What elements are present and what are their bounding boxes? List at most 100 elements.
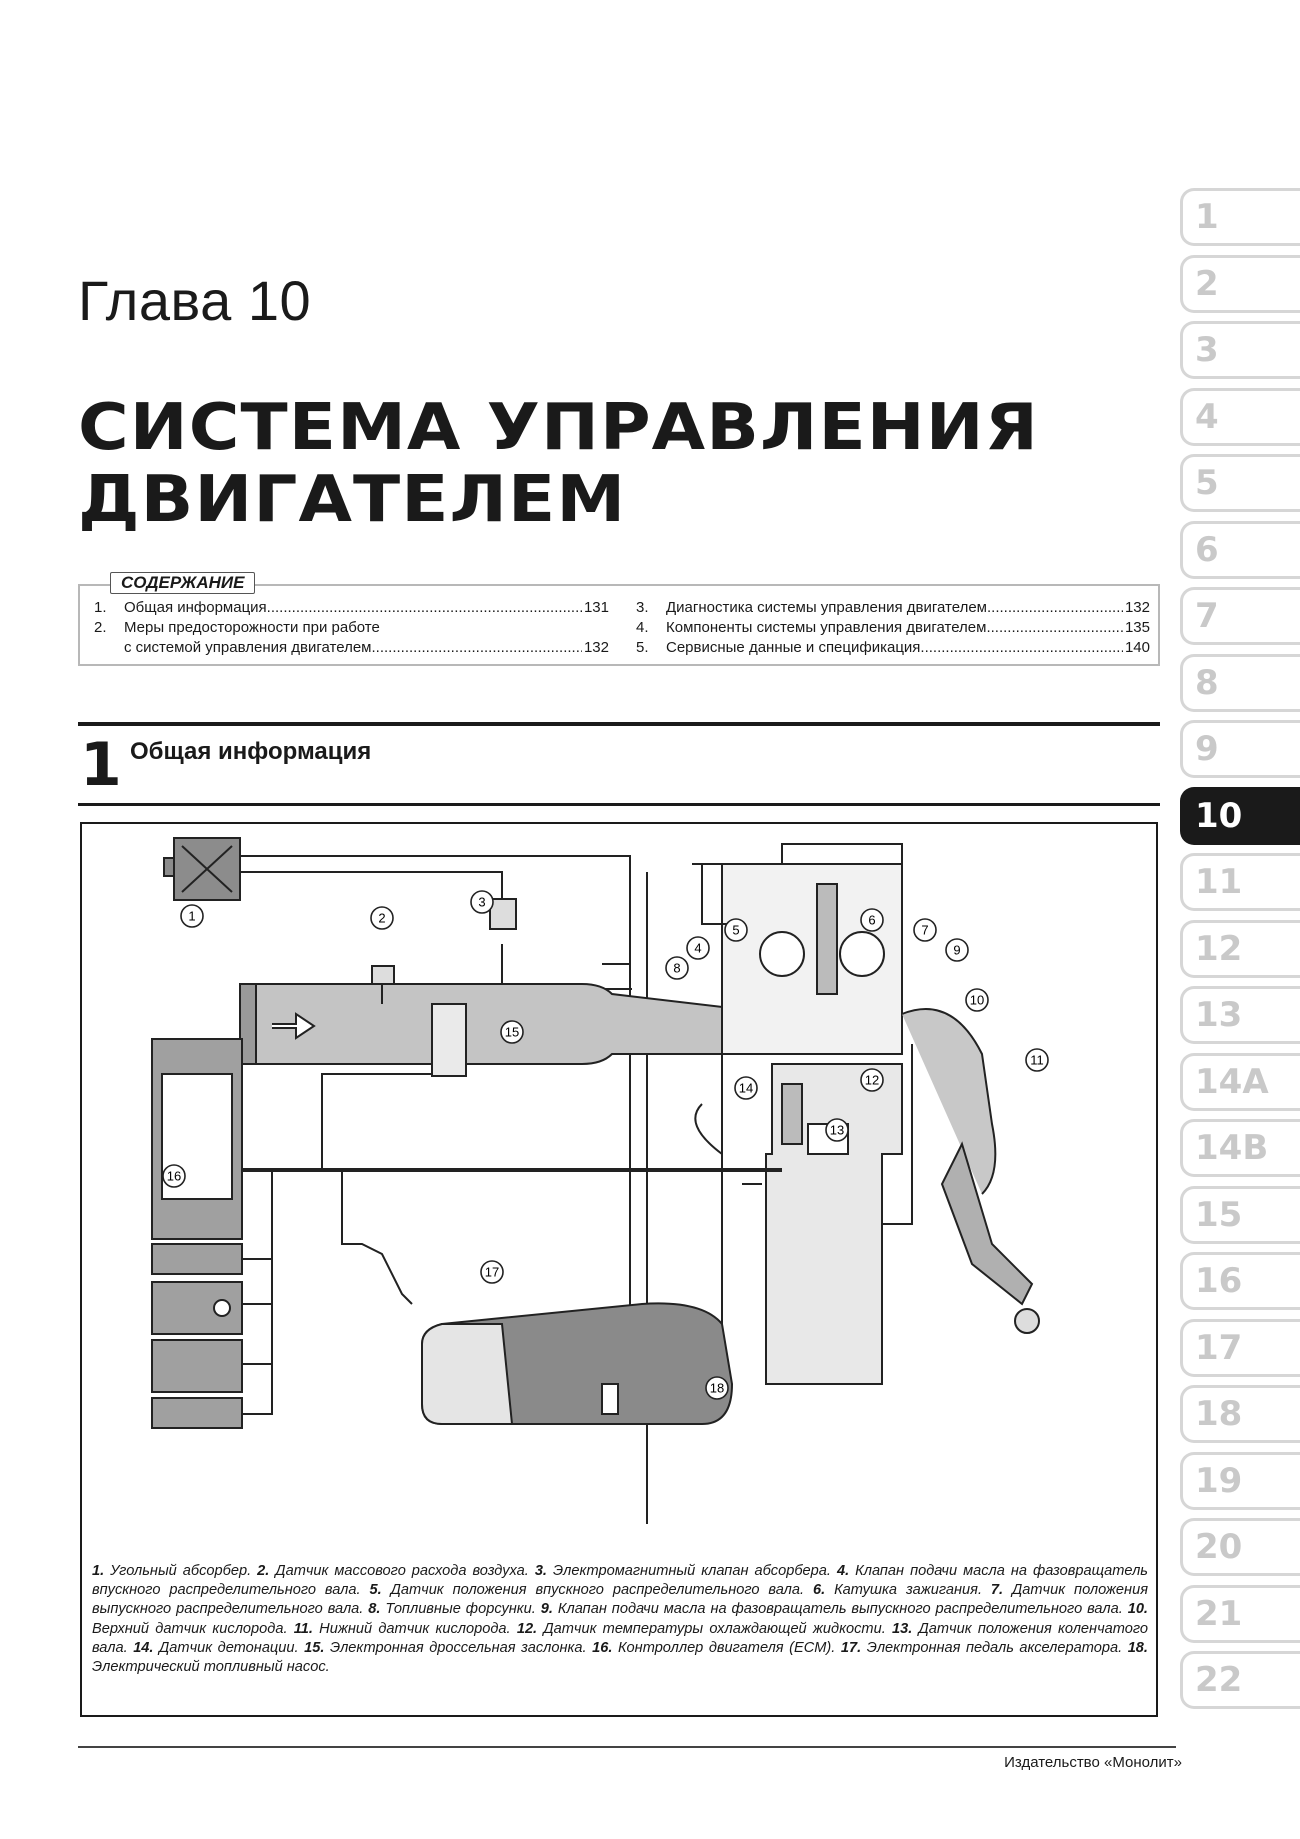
- contents-item-number: 5.: [636, 639, 649, 656]
- contents-item[interactable]: 5. Сервисные данные и спецификация140: [636, 638, 1150, 658]
- caption-number: 14.: [133, 1639, 154, 1656]
- callout-label: 15: [505, 1025, 519, 1040]
- chapter-tab-6[interactable]: 6: [1180, 520, 1300, 579]
- chapter-tab-3[interactable]: 3: [1180, 321, 1300, 379]
- chapter-tab-18[interactable]: 18: [1180, 1385, 1300, 1443]
- chapter-tab-10[interactable]: 10: [1180, 786, 1300, 845]
- callout-label: 2: [378, 911, 385, 926]
- chapter-tab-19[interactable]: 19: [1180, 1451, 1300, 1510]
- contents-leader-dots: [920, 638, 1123, 658]
- charcoal-canister: [163, 837, 241, 901]
- contents-item-page: 132: [583, 639, 609, 656]
- callout-label: 4: [694, 941, 701, 956]
- callout-9: 9: [945, 938, 969, 962]
- caption-number: 17.: [840, 1639, 862, 1656]
- callout-6: 6: [860, 908, 884, 932]
- caption-text: Катушка зажигания.: [825, 1582, 991, 1599]
- caption-number: 10.: [1127, 1601, 1148, 1618]
- callout-8: 8: [665, 956, 689, 980]
- callout-label: 10: [970, 993, 984, 1008]
- contents-item-page: 131: [583, 599, 609, 616]
- chapter-tab-11[interactable]: 11: [1180, 853, 1300, 911]
- callout-17: 17: [480, 1260, 504, 1284]
- contents-item[interactable]: 3. Диагностика системы управления двигат…: [636, 598, 1150, 618]
- caption-text: Датчик положения коленчатого вала.: [92, 1620, 1149, 1656]
- contents-column-left: 1. Общая информация131 2. Меры предостор…: [94, 598, 609, 658]
- caption-text: Контроллер двигателя (ECM).: [612, 1639, 841, 1656]
- contents-leader-dots: [986, 618, 1123, 638]
- contents-column-right: 3. Диагностика системы управления двигат…: [636, 598, 1150, 658]
- chapter-label: Глава 10: [78, 269, 312, 332]
- chapter-tab-5[interactable]: 5: [1180, 454, 1300, 512]
- callout-18: 18: [705, 1376, 729, 1400]
- caption-text: Нижний датчик кислорода.: [312, 1620, 517, 1637]
- section-rule-top: [78, 722, 1160, 726]
- contents-item-title-cont: с системой управления двигателем: [124, 639, 372, 656]
- caption-number: 9.: [540, 1601, 553, 1618]
- callout-10: 10: [965, 988, 989, 1012]
- figure-caption: 1. Угольный абсорбер. 2. Датчик массовог…: [92, 1562, 1148, 1677]
- contents-item-title: Сервисные данные и спецификация: [666, 639, 921, 656]
- chapter-tab-8[interactable]: 8: [1180, 653, 1300, 712]
- chapter-title: СИСТЕМА УПРАВЛЕНИЯ ДВИГАТЕЛЕМ: [78, 392, 1138, 536]
- caption-text: Датчик детонации.: [153, 1639, 305, 1656]
- contents-item[interactable]: 1. Общая информация131: [94, 598, 609, 618]
- chapter-tab-4[interactable]: 4: [1180, 387, 1300, 446]
- callout-15: 15: [500, 1020, 524, 1044]
- caption-text: Электронная педаль акселератора.: [861, 1639, 1128, 1656]
- caption-text: Электрический топливный насос.: [92, 1659, 330, 1676]
- chapter-tab-9[interactable]: 9: [1180, 720, 1300, 778]
- chapter-tab-16[interactable]: 16: [1180, 1252, 1300, 1310]
- caption-text: Клапан подачи масла на фазовращатель впу…: [92, 1563, 1148, 1599]
- caption-number: 3.: [534, 1563, 547, 1579]
- callout-label: 7: [921, 923, 928, 938]
- caption-number: 4.: [836, 1563, 850, 1579]
- contents-item[interactable]: 4. Компоненты системы управления двигате…: [636, 618, 1150, 638]
- contents-item-continuation[interactable]: с системой управления двигателем 132: [94, 638, 609, 658]
- caption-number: 16.: [592, 1639, 613, 1656]
- chapter-tab-20[interactable]: 20: [1180, 1518, 1300, 1576]
- chapter-tab-12[interactable]: 12: [1180, 919, 1300, 978]
- callout-label: 6: [868, 913, 875, 928]
- chapter-title-line-2: ДВИГАТЕЛЕМ: [78, 463, 627, 537]
- callout-label: 9: [953, 943, 960, 958]
- contents-item-title: Диагностика системы управления двигателе…: [666, 599, 987, 616]
- caption-number: 18.: [1127, 1639, 1148, 1656]
- contents-item-number: 2.: [94, 619, 107, 636]
- chapter-tab-21[interactable]: 21: [1180, 1584, 1300, 1643]
- caption-text: Топливные форсунки.: [380, 1601, 541, 1618]
- contents-leader-dots: [987, 598, 1123, 618]
- contents-item[interactable]: 2. Меры предосторожности при работе: [94, 618, 609, 638]
- callout-5: 5: [724, 918, 748, 942]
- caption-text: Датчик положения выпускного распределите…: [92, 1582, 1148, 1618]
- caption-text: Электромагнитный клапан абсорбера.: [546, 1563, 837, 1579]
- chapter-tab-17[interactable]: 17: [1180, 1318, 1300, 1377]
- caption-text: Клапан подачи масла на фазовращатель вып…: [552, 1601, 1128, 1618]
- callout-3: 3: [470, 890, 494, 914]
- chapter-tab-15[interactable]: 15: [1180, 1185, 1300, 1244]
- callout-14: 14: [734, 1076, 758, 1100]
- caption-number: 13.: [891, 1620, 913, 1637]
- contents-box: СОДЕРЖАНИЕ 1. Общая информация131 2. Мер…: [78, 572, 1160, 666]
- chapter-tab-14a[interactable]: 14A: [1180, 1052, 1300, 1111]
- footer-rule: [78, 1746, 1176, 1748]
- chapter-tab-13[interactable]: 13: [1180, 986, 1300, 1044]
- contents-item-number: 3.: [636, 599, 649, 616]
- callout-2: 2: [370, 906, 394, 930]
- chapter-tab-22[interactable]: 22: [1180, 1651, 1300, 1709]
- callout-label: 14: [739, 1081, 753, 1096]
- purge-solenoid: [489, 898, 517, 930]
- chapter-tab-7[interactable]: 7: [1180, 587, 1300, 645]
- callout-16: 16: [162, 1164, 186, 1188]
- contents-item-number: 4.: [636, 619, 649, 636]
- caption-number: 2.: [257, 1563, 270, 1579]
- chapter-tab-2[interactable]: 2: [1180, 254, 1300, 313]
- contents-item-title: Общая информация: [124, 599, 267, 616]
- callout-label: 11: [1030, 1053, 1044, 1068]
- callout-label: 18: [710, 1381, 724, 1396]
- caption-number: 1.: [92, 1563, 105, 1579]
- chapter-tab-1[interactable]: 1: [1180, 188, 1300, 246]
- callout-label: 1: [188, 909, 195, 924]
- engine: [694, 863, 903, 1385]
- chapter-tab-14b[interactable]: 14B: [1180, 1119, 1300, 1177]
